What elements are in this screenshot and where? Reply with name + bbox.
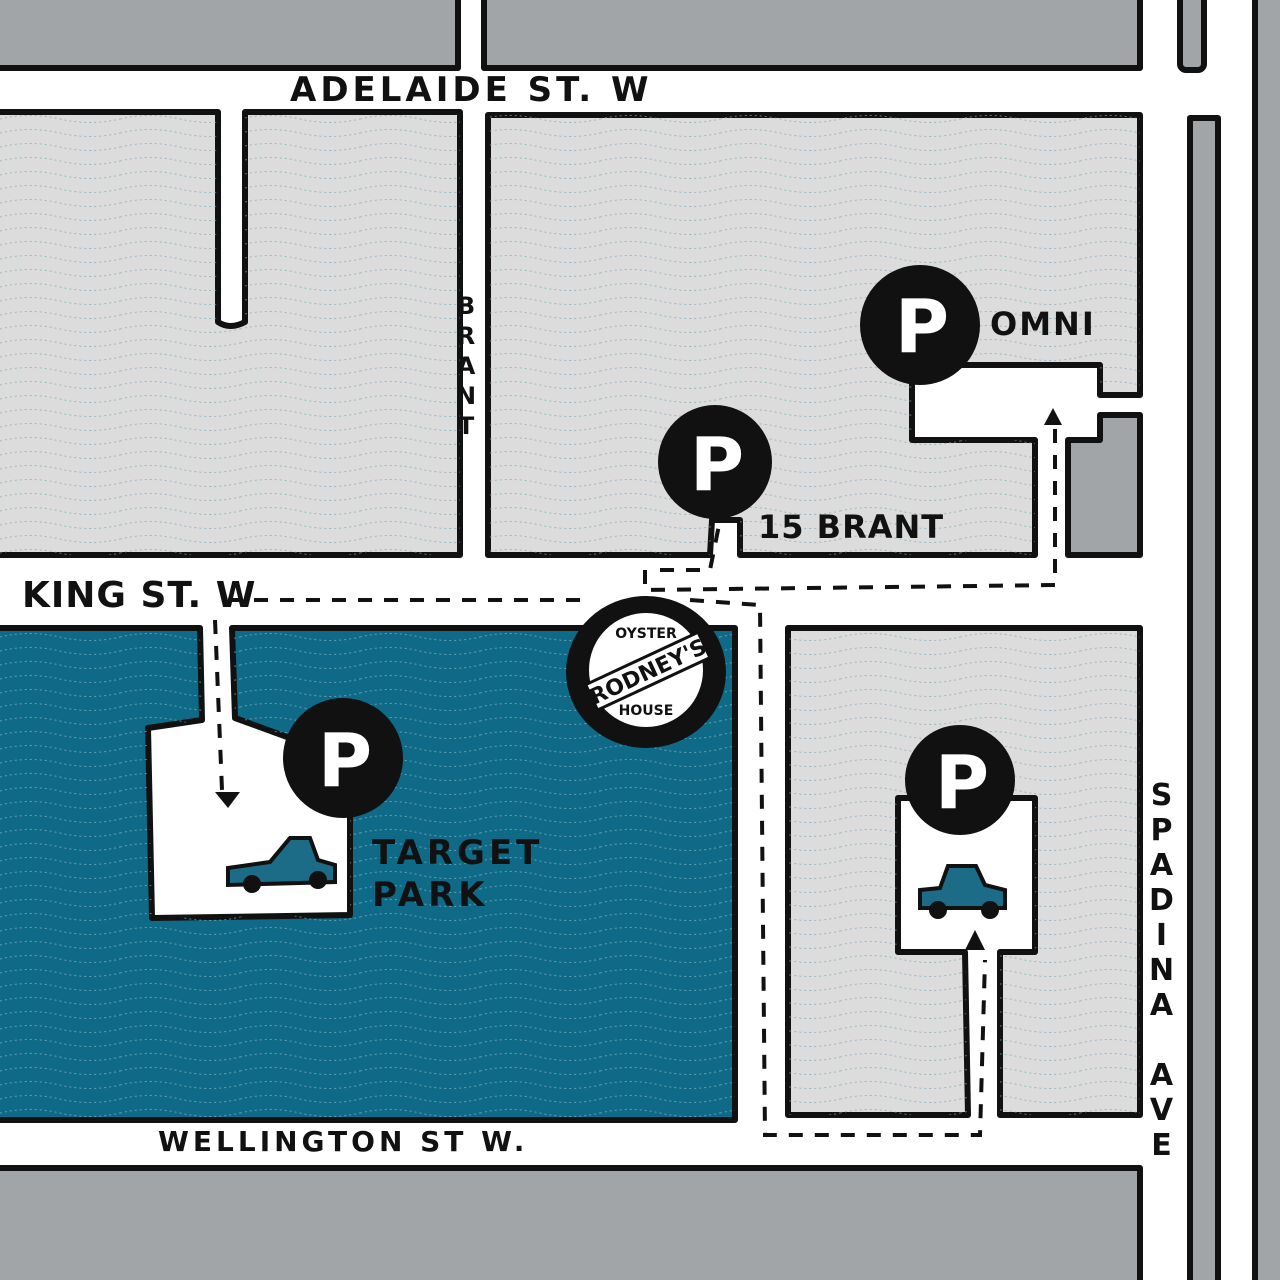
car-icon [918,864,1007,919]
parking-label-omni: OMNI [990,305,1096,343]
arrow-icon [215,792,240,808]
svg-text:P: P [935,740,989,826]
street-label-spadina: SPADINA AVE [1144,778,1179,1163]
route-to-target [213,598,580,791]
svg-text:P: P [895,284,949,370]
route-to-spadina-lot [689,598,987,1137]
dark-block [1177,0,1207,73]
parking-marker-target-park[interactable]: P [283,698,403,818]
svg-text:P: P [318,718,372,804]
dark-block [0,0,461,71]
dark-block [1065,412,1143,558]
street-label-king: KING ST. W [22,575,257,616]
parking-marker-spadina[interactable]: P [905,725,1015,835]
parking-label-15-brant: 15 BRANT [758,508,945,546]
svg-text:P: P [690,422,744,508]
dark-block [481,0,1143,71]
street-label-adelaide: ADELAIDE ST. W [290,70,653,110]
parking-label-target-park: TARGET PARK [372,833,544,915]
svg-text:OYSTER: OYSTER [615,626,677,642]
rodneys-oyster-house-logo[interactable]: OYSTER HOUSE RODNEY'S [566,596,726,748]
parking-marker-15-brant[interactable]: P [658,405,772,519]
dark-block [0,1165,1143,1280]
arrow-icon [1044,408,1062,425]
dark-block [1187,115,1221,1280]
route-to-15brant [660,519,722,572]
arrow-icon [965,930,985,950]
car-icon [226,836,337,893]
dark-block [1252,0,1280,1280]
parking-marker-omni[interactable]: P [860,265,980,385]
route-to-omni [643,420,1057,593]
svg-text:HOUSE: HOUSE [619,703,674,719]
route-lines [213,420,1057,1137]
street-label-brant: BRANT [452,292,480,442]
route-arrows [215,408,1062,950]
street-label-wellington: WELLINGTON ST W. [158,1125,529,1158]
